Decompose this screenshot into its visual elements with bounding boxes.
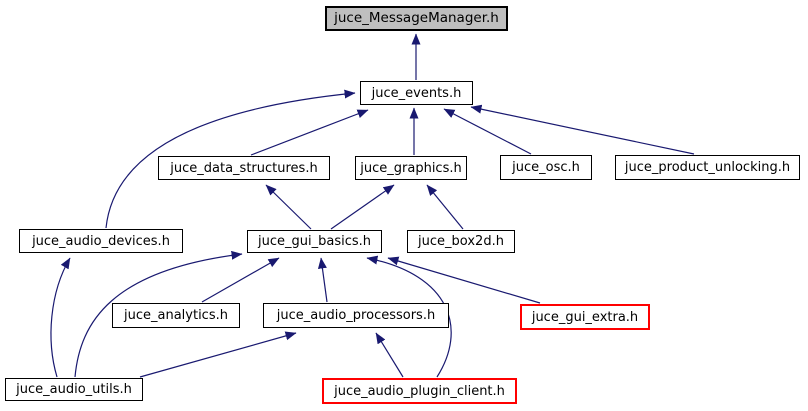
node-juce_osc[interactable]: juce_osc.h xyxy=(500,155,592,180)
edge-juce_audio_utils-to-juce_audio_devices xyxy=(50,257,71,378)
node-juce_audio_devices[interactable]: juce_audio_devices.h xyxy=(19,229,183,253)
node-juce_audio_processors[interactable]: juce_audio_processors.h xyxy=(263,303,449,328)
edge-juce_audio_utils-to-juce_audio_processors xyxy=(139,331,297,378)
edge-juce_audio_devices-to-juce_events xyxy=(105,89,356,229)
edge-juce_gui_basics-to-juce_data_structures xyxy=(265,184,312,230)
node-juce_gui_basics[interactable]: juce_gui_basics.h xyxy=(247,230,382,253)
node-juce_MessageManager[interactable]: juce_MessageManager.h xyxy=(325,6,508,31)
node-juce_box2d[interactable]: juce_box2d.h xyxy=(407,230,515,253)
edge-juce_audio_processors-to-juce_gui_basics xyxy=(317,257,328,303)
edge-juce_osc-to-juce_events xyxy=(443,108,532,155)
edge-juce_gui_basics-to-juce_graphics xyxy=(330,184,395,230)
edge-juce_box2d-to-juce_graphics xyxy=(426,184,464,230)
node-juce_events[interactable]: juce_events.h xyxy=(360,81,473,105)
edge-juce_product_unlocking-to-juce_events xyxy=(470,104,695,155)
edge-juce_audio_plugin_client-to-juce_audio_processors xyxy=(375,332,404,378)
node-juce_audio_plugin_client[interactable]: juce_audio_plugin_client.h xyxy=(322,378,517,404)
node-juce_analytics[interactable]: juce_analytics.h xyxy=(112,303,240,328)
edge-juce_audio_utils-to-juce_gui_basics xyxy=(74,250,243,378)
node-juce_gui_extra[interactable]: juce_gui_extra.h xyxy=(520,304,650,330)
node-juce_product_unlocking[interactable]: juce_product_unlocking.h xyxy=(615,155,800,180)
edge-juce_data_structures-to-juce_events xyxy=(250,109,369,156)
node-juce_graphics[interactable]: juce_graphics.h xyxy=(355,156,467,180)
node-juce_data_structures[interactable]: juce_data_structures.h xyxy=(158,156,330,180)
edge-juce_gui_extra-to-juce_gui_basics xyxy=(387,256,541,304)
node-juce_audio_utils[interactable]: juce_audio_utils.h xyxy=(5,378,143,401)
edge-juce_analytics-to-juce_gui_basics xyxy=(201,257,280,303)
